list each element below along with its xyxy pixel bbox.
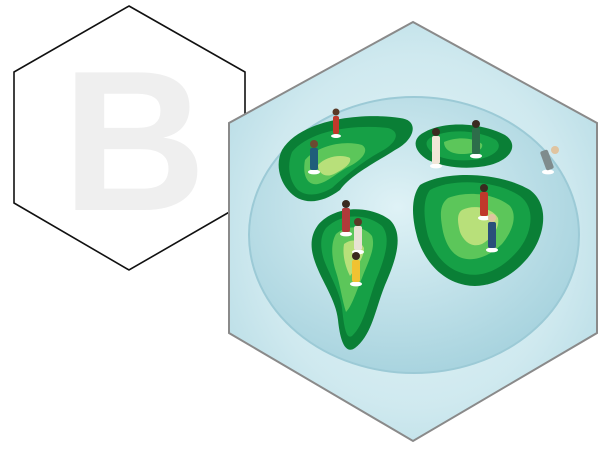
left-hexagon: B: [13, 5, 246, 271]
right-hexagon-outline: [228, 20, 598, 443]
figurine-icon: [540, 146, 559, 175]
left-hexagon-outline: [13, 5, 246, 271]
right-hexagon: [228, 20, 598, 443]
figurines: [308, 108, 559, 287]
figurine-icon: [430, 128, 442, 169]
figurine-icon: [350, 252, 362, 287]
figurine-icon: [486, 214, 498, 253]
watermark-letter-b: B: [62, 30, 206, 253]
figurine-icon: [331, 108, 341, 138]
continent-asia-icon: [413, 174, 544, 286]
globe-image: [229, 22, 597, 441]
figurine-icon: [478, 184, 490, 221]
figurine-icon: [470, 120, 482, 159]
figurine-icon: [308, 140, 320, 175]
figurine-icon: [340, 200, 352, 237]
